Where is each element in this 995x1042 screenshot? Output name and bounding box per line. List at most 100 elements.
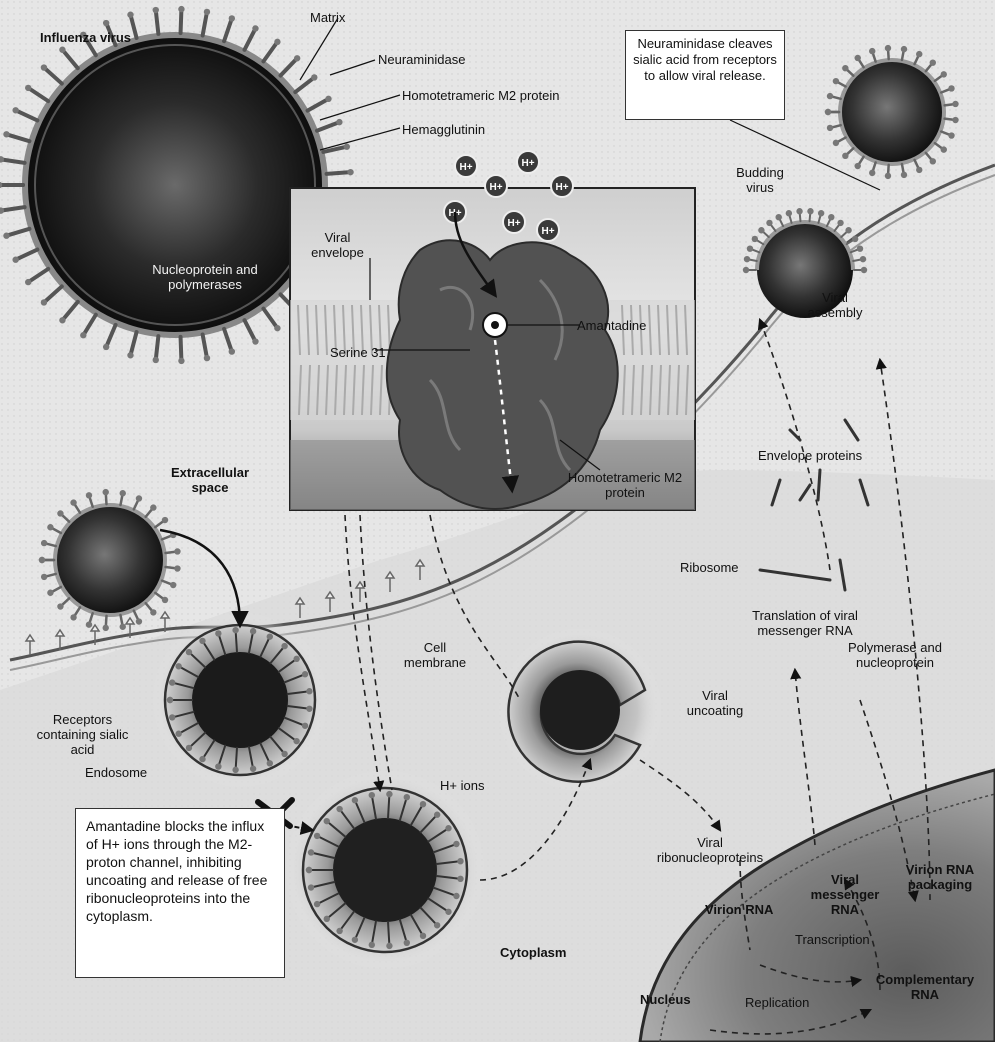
virion-spike-tip bbox=[103, 625, 109, 631]
endosome-spike-tip bbox=[267, 633, 273, 639]
virion-spike-tip bbox=[930, 59, 936, 65]
virion-spike-tip bbox=[952, 117, 958, 123]
virion-spike-tip bbox=[47, 590, 53, 596]
virion-spike-tip bbox=[833, 140, 839, 146]
endosome-spike-tip bbox=[420, 801, 426, 807]
virion-spike-tip bbox=[747, 245, 753, 251]
virion-spike-tip bbox=[861, 267, 867, 273]
virion-spike-tip bbox=[162, 597, 168, 603]
virion-spike bbox=[181, 9, 182, 33]
virion-spike-tip bbox=[41, 299, 47, 305]
endosome-spike-tip bbox=[453, 841, 459, 847]
label-virion-rna: Virion RNA bbox=[705, 902, 773, 917]
label-viral-rnp: Viral ribonucleoproteins bbox=[650, 835, 770, 865]
virion-spike-tip bbox=[860, 256, 866, 262]
endosome-spike-tip bbox=[386, 943, 392, 949]
label-transcription: Transcription bbox=[795, 932, 870, 947]
virion-spike-tip bbox=[885, 45, 891, 51]
endosome-spike bbox=[388, 794, 389, 818]
virion-spike-tip bbox=[136, 618, 142, 624]
endosome-spike-tip bbox=[281, 643, 287, 649]
virion-spike-tip bbox=[827, 125, 833, 131]
virion-spike-tip bbox=[41, 574, 47, 580]
label-receptors: Receptors containing sialic acid bbox=[35, 712, 130, 757]
virion-spike-tip bbox=[916, 167, 922, 173]
endosome-spike-tip bbox=[232, 627, 238, 633]
virion-spike-tip bbox=[948, 85, 954, 91]
label-m2-protein: Homotetrameric M2 protein bbox=[402, 88, 560, 103]
endosome-spike-tip bbox=[352, 937, 358, 943]
virion-spike-tip bbox=[41, 64, 47, 70]
endosome-spike-tip bbox=[324, 916, 330, 922]
virion-spike-tip bbox=[941, 146, 947, 152]
virion-spike-tip bbox=[857, 245, 863, 251]
virion-spike-tip bbox=[344, 144, 350, 150]
virion-spike-tip bbox=[855, 55, 861, 61]
endosome-spike-tip bbox=[352, 797, 358, 803]
virion-spike-tip bbox=[25, 85, 31, 91]
virion-spike-tip bbox=[948, 132, 954, 138]
virion-spike-tip bbox=[150, 609, 156, 615]
endosome-spike-tip bbox=[186, 745, 192, 751]
virion-spike-tip bbox=[869, 170, 875, 176]
endosome-spike-tip bbox=[232, 767, 238, 773]
endosome-spike-tip bbox=[445, 825, 451, 831]
virion-spike-tip bbox=[86, 492, 92, 498]
virion-spike-tip bbox=[229, 15, 235, 21]
endosome-spike-tip bbox=[314, 833, 320, 839]
virion-spike-tip bbox=[852, 236, 858, 242]
virion-spike-tip bbox=[855, 163, 861, 169]
virion-spike-tip bbox=[274, 325, 280, 331]
endosome-spike-tip bbox=[293, 738, 299, 744]
virion-spike bbox=[156, 10, 159, 34]
endosome-spike-tip bbox=[302, 723, 308, 729]
virion-spike-tip bbox=[3, 233, 9, 239]
virion-spike-tip bbox=[150, 504, 156, 510]
virion-spike-tip bbox=[153, 357, 159, 363]
virion-spike-tip bbox=[885, 173, 891, 179]
label-endosome: Endosome bbox=[85, 765, 147, 780]
virion-spike bbox=[181, 337, 182, 361]
label-envelope-proteins: Envelope proteins bbox=[758, 448, 862, 463]
virion-spike-tip bbox=[743, 267, 749, 273]
label-neuraminidase: Neuraminidase bbox=[378, 52, 465, 67]
label-influenza-virus: Influenza virus bbox=[40, 30, 100, 45]
virion-spike-tip bbox=[837, 220, 843, 226]
endosome-spike-tip bbox=[293, 656, 299, 662]
label-extracellular-space: Extracellular space bbox=[165, 465, 255, 495]
virion-spike-tip bbox=[103, 20, 109, 26]
endosome-spike-tip bbox=[281, 751, 287, 757]
proton-label: H+ bbox=[541, 226, 554, 237]
label-amantadine: Amantadine bbox=[577, 318, 646, 333]
endosome-spike bbox=[236, 630, 237, 652]
virion-spike-tip bbox=[136, 495, 142, 501]
endosome-spike-tip bbox=[420, 933, 426, 939]
virion-spike-tip bbox=[174, 565, 180, 571]
virion-spike-tip bbox=[807, 208, 813, 214]
virion-spike-tip bbox=[120, 490, 126, 496]
virion-spike bbox=[327, 172, 351, 174]
virion-spike-tip bbox=[325, 96, 331, 102]
virion-spike-tip bbox=[941, 71, 947, 77]
label-matrix: Matrix bbox=[310, 10, 345, 25]
virion-spike-tip bbox=[842, 153, 848, 159]
endosome-spike-tip bbox=[215, 763, 221, 769]
label-serine-31: Serine 31 bbox=[330, 345, 386, 360]
virion-spike-tip bbox=[825, 109, 831, 115]
virion-spike-tip bbox=[828, 214, 834, 220]
label-cell-membrane: Cell membrane bbox=[400, 640, 470, 670]
virion-spike-tip bbox=[162, 517, 168, 523]
virion-spike-tip bbox=[57, 603, 63, 609]
virion-spike-tip bbox=[744, 256, 750, 262]
endosome-spike-tip bbox=[336, 806, 342, 812]
virion-spike-tip bbox=[39, 557, 45, 563]
virion-spike-tip bbox=[204, 9, 210, 15]
virion-spike-tip bbox=[178, 358, 184, 364]
virion-spike-tip bbox=[103, 489, 109, 495]
virion-spike-tip bbox=[57, 510, 63, 516]
proton-label: H+ bbox=[521, 158, 534, 169]
virion-spike-tip bbox=[336, 119, 342, 125]
virion-spike bbox=[156, 336, 159, 360]
label-translation: Translation of viral messenger RNA bbox=[740, 608, 870, 638]
virion-spike-tip bbox=[833, 78, 839, 84]
